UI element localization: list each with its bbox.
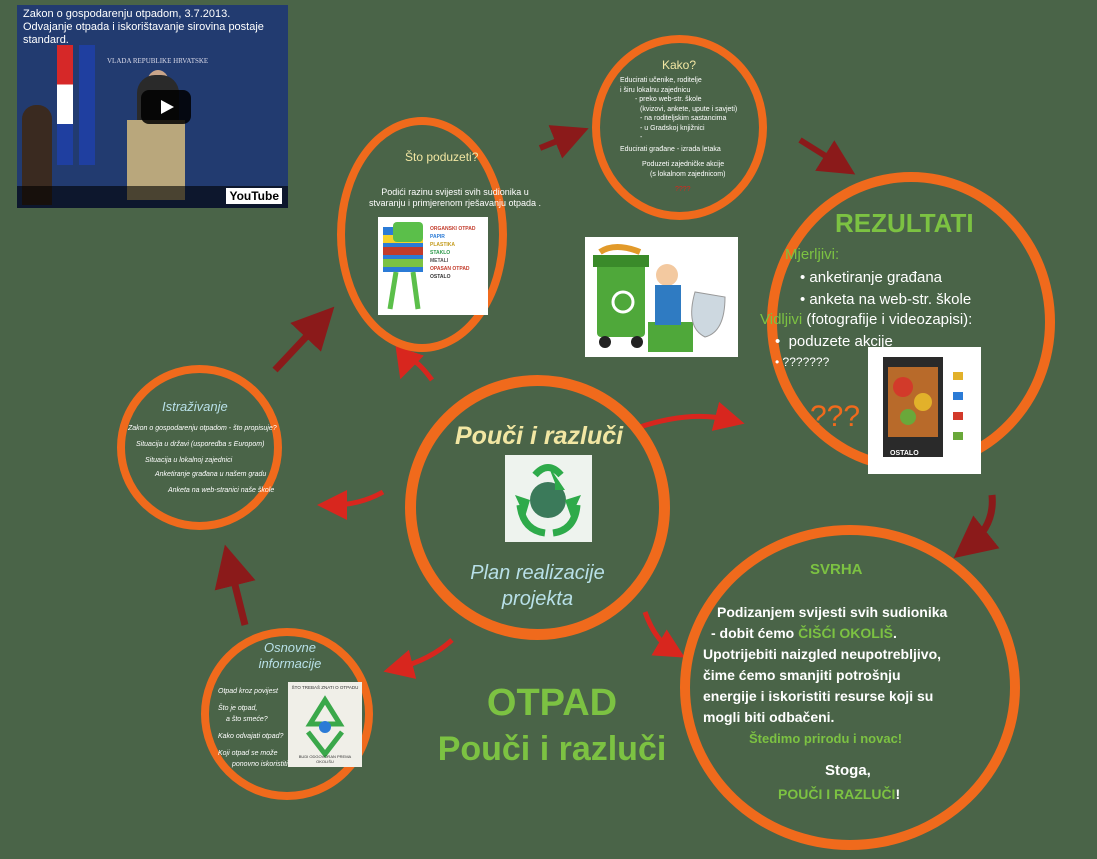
- waste-mascot-image: ORGANSKI OTPAD PAPIR PLASTIKA STAKLO MET…: [378, 217, 488, 315]
- mjerljivi-label: Mjerljivi:: [785, 246, 840, 263]
- arrow-center-svrha: [642, 611, 685, 658]
- svrha-circle[interactable]: [680, 525, 1020, 850]
- arrow-sto-kako: [538, 125, 589, 159]
- istrazivanje-item: Situacija u državi (usporedba s Europom): [136, 441, 265, 448]
- arrow-center-rezultati: [636, 401, 745, 431]
- big-title: OTPAD Pouči i razluči: [437, 682, 667, 768]
- arrow-center-istrazivanje: [317, 489, 385, 520]
- center-subtitle: Plan realizacije projekta: [470, 562, 605, 610]
- arrow-kako-rezultati: [798, 137, 856, 175]
- istrazivanje-item: Zakon o gospodarenju otpadom - što propi…: [128, 425, 277, 432]
- istrazivanje-circle[interactable]: [117, 365, 282, 530]
- istrazivanje-item: Anketiranje građana u našem gradu: [155, 471, 267, 478]
- rezultati-title: REZULTATI: [835, 208, 974, 238]
- arrow-rezultati-svrha: [953, 494, 1000, 559]
- recycle-icon: [505, 455, 592, 542]
- istrazivanje-item: Situacija u lokalnoj zajednici: [145, 457, 233, 464]
- eu-flag: [79, 45, 95, 165]
- video-title: Zakon o gospodarenju otpadom, 3.7.2013. …: [23, 8, 264, 46]
- arrow-center-osnovne: [383, 638, 454, 679]
- sorting-bin-photo: OSTALO: [868, 347, 981, 474]
- sto-title: Što poduzeti?: [405, 150, 479, 164]
- ostalo-label: OSTALO: [890, 450, 919, 457]
- vidljivi-list: • poduzete akcije • ???????: [775, 333, 893, 369]
- arrow-osnovne-istrazivanje: [214, 544, 256, 626]
- video-thumbnail[interactable]: VLADA REPUBLIKE HRVATSKE Zakon o gospoda…: [17, 5, 288, 208]
- svrha-stoga: Stoga,: [825, 762, 871, 779]
- recycling-bins-image: [585, 237, 738, 357]
- mjerljivi-list: • anketiranje građana • anketa na web-st…: [800, 269, 972, 308]
- kako-circle[interactable]: [592, 35, 767, 220]
- center-title: Pouči i razluči: [455, 422, 624, 450]
- otpad-poster-image: ŠTO TREBAŠ ZNATI O OTPADU BUDI ODGOVORAN…: [288, 682, 362, 767]
- arrow-center-sto: [395, 346, 435, 382]
- waste-legend: ORGANSKI OTPAD PAPIR PLASTIKA STAKLO MET…: [430, 226, 476, 280]
- video-bottom-bar: [17, 186, 288, 208]
- vidljivi-label: Vidljivi (fotografije i videozapisi):: [760, 311, 973, 328]
- svrha-title: SVRHA: [810, 561, 863, 578]
- kako-title: Kako?: [662, 58, 697, 72]
- arrow-istrazivanje-sto: [272, 306, 335, 373]
- rezultati-question: ???: [810, 400, 861, 433]
- osnovne-list: Otpad kroz povijest Što je otpad, a što …: [218, 688, 292, 768]
- video-banner: VLADA REPUBLIKE HRVATSKE: [107, 57, 209, 65]
- youtube-logo[interactable]: YouTube: [226, 188, 282, 204]
- sto-text: Podići razinu svijesti svih sudionika u …: [368, 187, 542, 208]
- osnovne-title: Osnovne informacije: [258, 640, 322, 671]
- play-icon[interactable]: [141, 90, 191, 124]
- istrazivanje-title: Istraživanje: [162, 399, 228, 414]
- istrazivanje-item: Anketa na web-stranici naše škole: [168, 487, 275, 494]
- svrha-closing: POUČI I RAZLUČI!: [778, 786, 901, 802]
- svrha-text: Podizanjem svijesti svih sudionika - dob…: [703, 604, 948, 746]
- kako-list: Educirati učenike, roditelje i širu loka…: [620, 77, 738, 193]
- poster-bottom-text: BUDI ODGOVORAN PREMA OKOLIŠU: [298, 754, 352, 764]
- poster-top-text: ŠTO TREBAŠ ZNATI O OTPADU: [291, 685, 359, 690]
- croatian-flag: [57, 45, 73, 165]
